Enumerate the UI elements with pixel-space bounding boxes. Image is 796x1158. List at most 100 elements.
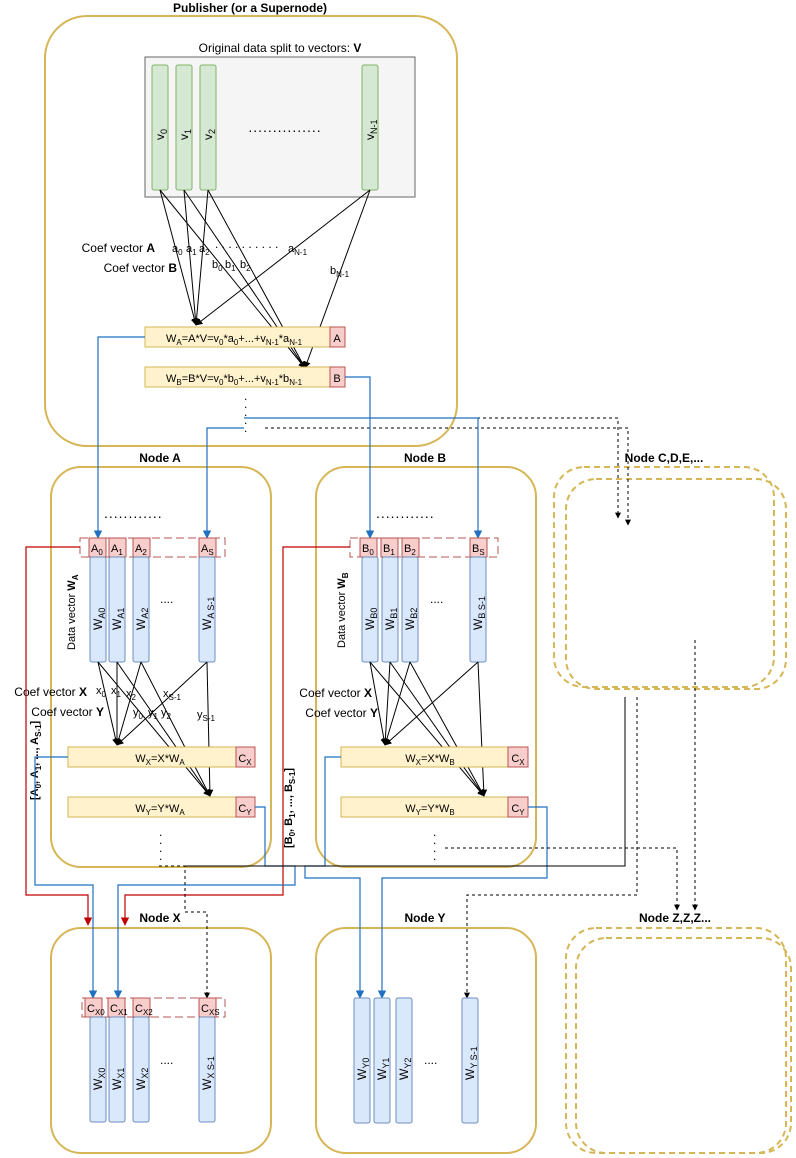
node-b-tag-label-2: B2 [404,543,416,557]
svg-text:.: . [433,849,436,863]
tag-vector-flows [25,546,350,926]
node-a-wx-text: WX=X*WA [135,753,185,767]
node-y-container: Node Y [315,911,537,1154]
node-x-column-label-2: WX2 [134,1068,150,1090]
node-a-vdots: .... [159,825,162,863]
node-x-tag-2: CX2 [132,997,153,1018]
node-a-cx-tag: CX [238,753,252,767]
node-y-column-1: WY1 [373,997,391,1124]
node-a-coef-x-label: Coef vector X [14,685,87,699]
svg-text:b2: b2 [240,259,251,273]
node-b-container: Node B [315,451,537,868]
node-a-column-3: WA S-1 [198,556,216,663]
node-a-tag-label-3: AS [201,543,214,557]
svg-text:b1: b1 [225,259,236,273]
publisher-vdots: . [244,389,247,403]
publisher-container: Publisher (or a Supernode) [44,1,458,447]
svg-text:.: . [244,405,247,419]
node-x-column-1: WX1 [108,1016,126,1123]
svg-text:.: . [159,849,162,863]
v-column-0: v0 [151,64,169,191]
node-b-wy-box: WY=Y*WB CY [340,796,529,818]
node-x-column-3: WX S-1 [198,1016,216,1123]
svg-text:.: . [244,421,247,435]
node-b-wx-box: WX=X*WB CX [340,746,529,768]
side-label-b-vector: [B0, B1, ..., BS-1] [283,768,297,848]
svg-text:.: . [433,833,436,847]
node-a-cy-tag: CY [238,803,252,817]
node-a-tag-2: A2 [132,537,151,558]
node-b-data-vector-label: Data vector WB [336,572,350,648]
node-x-tag-0: CX0 [84,997,105,1018]
svg-text:x1: x1 [111,685,122,699]
node-x-tag-label-1: CX1 [110,1003,128,1017]
v-column-1: v1 [175,64,193,191]
v-column-label-1: v1 [177,129,193,140]
svg-text:x0: x0 [96,685,107,699]
v-column-label-3: vN-1 [363,119,379,140]
node-b-column-label-0: WB0 [363,608,379,630]
svg-text:y2: y2 [161,707,172,721]
node-y-column-label-3: WY S-1 [463,1046,479,1080]
coef-a-dots: . . . . . . . . . . [215,237,278,251]
zzz-solid-links [185,697,638,999]
node-a-column-label-1: WA1 [110,608,126,630]
svg-text:bN-1: bN-1 [330,265,350,279]
publisher-flows [93,336,483,539]
node-y-column-3: WY S-1 [461,997,479,1124]
svg-text:.: . [244,413,247,427]
node-b-tag-label-1: B1 [383,543,395,557]
svg-text:.: . [159,833,162,847]
node-b-column-label-1: WB1 [383,608,399,630]
node-a-column-1: WA1 [108,556,126,663]
node-b-col-ellipsis: .... [430,592,443,606]
node-x-container: Node X [50,911,272,1154]
node-a-col-ellipsis: .... [160,592,173,606]
node-y-title: Node Y [404,911,445,925]
node-a-coef-y-label: Coef vector Y [31,705,104,719]
node-cde-title: Node C,D,E,... [625,451,704,465]
node-b-top-dots: ............ [376,505,435,521]
node-a-tag-label-2: A2 [135,543,147,557]
node-x-tag-label-3: CXS [201,1003,220,1017]
node-x-col-ellipsis: .... [160,1053,173,1067]
node-b-tag-3: BS [469,537,488,558]
svg-text:.: . [244,397,247,411]
node-a-wy-box: WY=Y*WA CY [67,796,256,818]
node-b-tag-label-3: BS [472,543,485,557]
node-y-column-0: WY0 [353,997,371,1124]
publisher-title: Publisher (or a Supernode) [173,1,327,15]
v-column-2: v2 [199,64,217,191]
node-x-tag-label-2: CX2 [135,1003,153,1017]
svg-text:aN-1: aN-1 [288,243,308,257]
svg-text:a1: a1 [186,243,197,257]
node-a-container: Node A [50,451,272,868]
node-a-data-vector-label: Data vector WA [66,574,80,650]
node-a-column-2: WA2 [132,556,150,663]
wa-formula-box: WA=A*V=v0*a0+...+vN-1*aN-1 A [144,326,346,348]
side-label-a-vector: [A0, A1, ..., AS-1] [29,720,43,800]
node-a-wx-box: WX=X*WA CX [67,746,256,768]
v-column-label-0: v0 [153,129,169,140]
wb-tag: B [333,373,340,385]
node-x-column-2: WX2 [132,1016,150,1123]
coef-vector-b-label: Coef vector B [104,261,178,275]
node-y-col-ellipsis: .... [424,1053,437,1067]
original-data-caption: Original data split to vectors: V [199,41,362,55]
node-b-coef-lines [369,661,488,797]
wa-tag: A [333,333,341,345]
wb-formula-box: WB=B*V=v0*b0+...+vN-1*bN-1 B [144,366,346,388]
node-b-column-label-3: WB S-1 [471,596,487,630]
node-a-tag-label-0: A0 [91,543,103,557]
v-column-3: vN-1 [361,64,379,191]
svg-text:b0: b0 [212,259,223,273]
node-a-top-dots: ............ [104,505,163,521]
node-y-column-label-2: WY2 [397,1058,413,1080]
dashed-to-cde [255,417,631,526]
svg-text:y1: y1 [148,707,159,721]
v-columns: v0 v1 v2 vN-1 [151,64,379,191]
node-x-tag-1: CX1 [107,997,128,1018]
